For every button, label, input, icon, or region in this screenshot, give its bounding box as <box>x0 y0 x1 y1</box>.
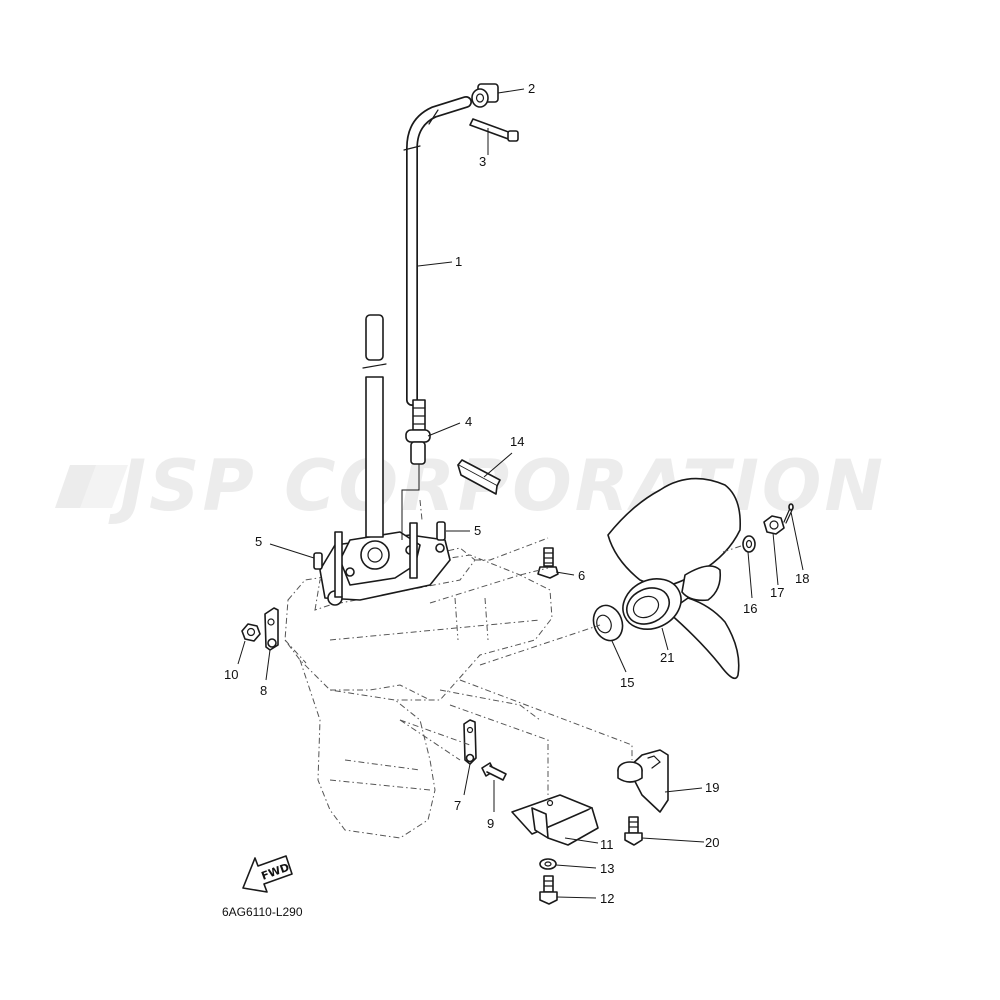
washer-16 <box>742 535 756 553</box>
plate-14 <box>457 459 501 495</box>
callout-19: 19 <box>705 780 719 795</box>
bracket-7 <box>463 719 477 765</box>
screw-9 <box>481 762 507 781</box>
callout-9: 9 <box>487 816 494 831</box>
callout-4: 4 <box>465 414 472 429</box>
callout-15: 15 <box>620 675 634 690</box>
nut-10 <box>241 623 261 642</box>
callout-14: 14 <box>510 434 524 449</box>
grommet-2 <box>471 83 499 108</box>
assembly-lines <box>284 499 742 800</box>
bolt-12 <box>539 875 558 905</box>
callout-17: 17 <box>770 585 784 600</box>
callout-1: 1 <box>455 254 462 269</box>
callout-21: 21 <box>660 650 674 665</box>
bracket-8 <box>264 607 279 651</box>
callout-18: 18 <box>795 571 809 586</box>
cotter-pin-18 <box>783 503 794 524</box>
nut-17 <box>763 515 785 535</box>
fwd-arrow: FWD <box>242 855 293 893</box>
callout-5a: 5 <box>255 534 262 549</box>
callout-6: 6 <box>578 568 585 583</box>
callout-8: 8 <box>260 683 267 698</box>
bolt-20 <box>624 816 643 846</box>
callout-5b: 5 <box>474 523 481 538</box>
anode-11 <box>511 794 599 846</box>
callout-16: 16 <box>743 601 757 616</box>
washer-13 <box>539 858 557 870</box>
diagram-code: 6AG6110-L290 <box>222 905 303 919</box>
callout-13: 13 <box>600 861 614 876</box>
callout-10: 10 <box>224 667 238 682</box>
studs <box>334 522 418 598</box>
callout-3: 3 <box>479 154 486 169</box>
trim-tab-19 <box>617 749 669 813</box>
callout-7: 7 <box>454 798 461 813</box>
dowel-pin-5a <box>313 552 323 570</box>
leader-lines <box>237 88 804 899</box>
spacer-15 <box>592 604 624 642</box>
clip-3 <box>469 118 519 142</box>
callout-labels: 1 2 3 4 5 5 6 7 8 9 10 11 12 13 14 15 16… <box>224 81 809 906</box>
callout-12: 12 <box>600 891 614 906</box>
water-tube-1 <box>403 96 472 406</box>
callout-11: 11 <box>600 837 614 852</box>
callout-2: 2 <box>528 81 535 96</box>
drive-shaft <box>362 314 387 538</box>
bolt-6 <box>537 547 559 579</box>
seal-4 <box>405 399 431 465</box>
callout-20: 20 <box>705 835 719 850</box>
propeller-21 <box>607 477 742 680</box>
watermark-logo <box>55 465 128 508</box>
dowel-pin-5b <box>436 521 446 541</box>
